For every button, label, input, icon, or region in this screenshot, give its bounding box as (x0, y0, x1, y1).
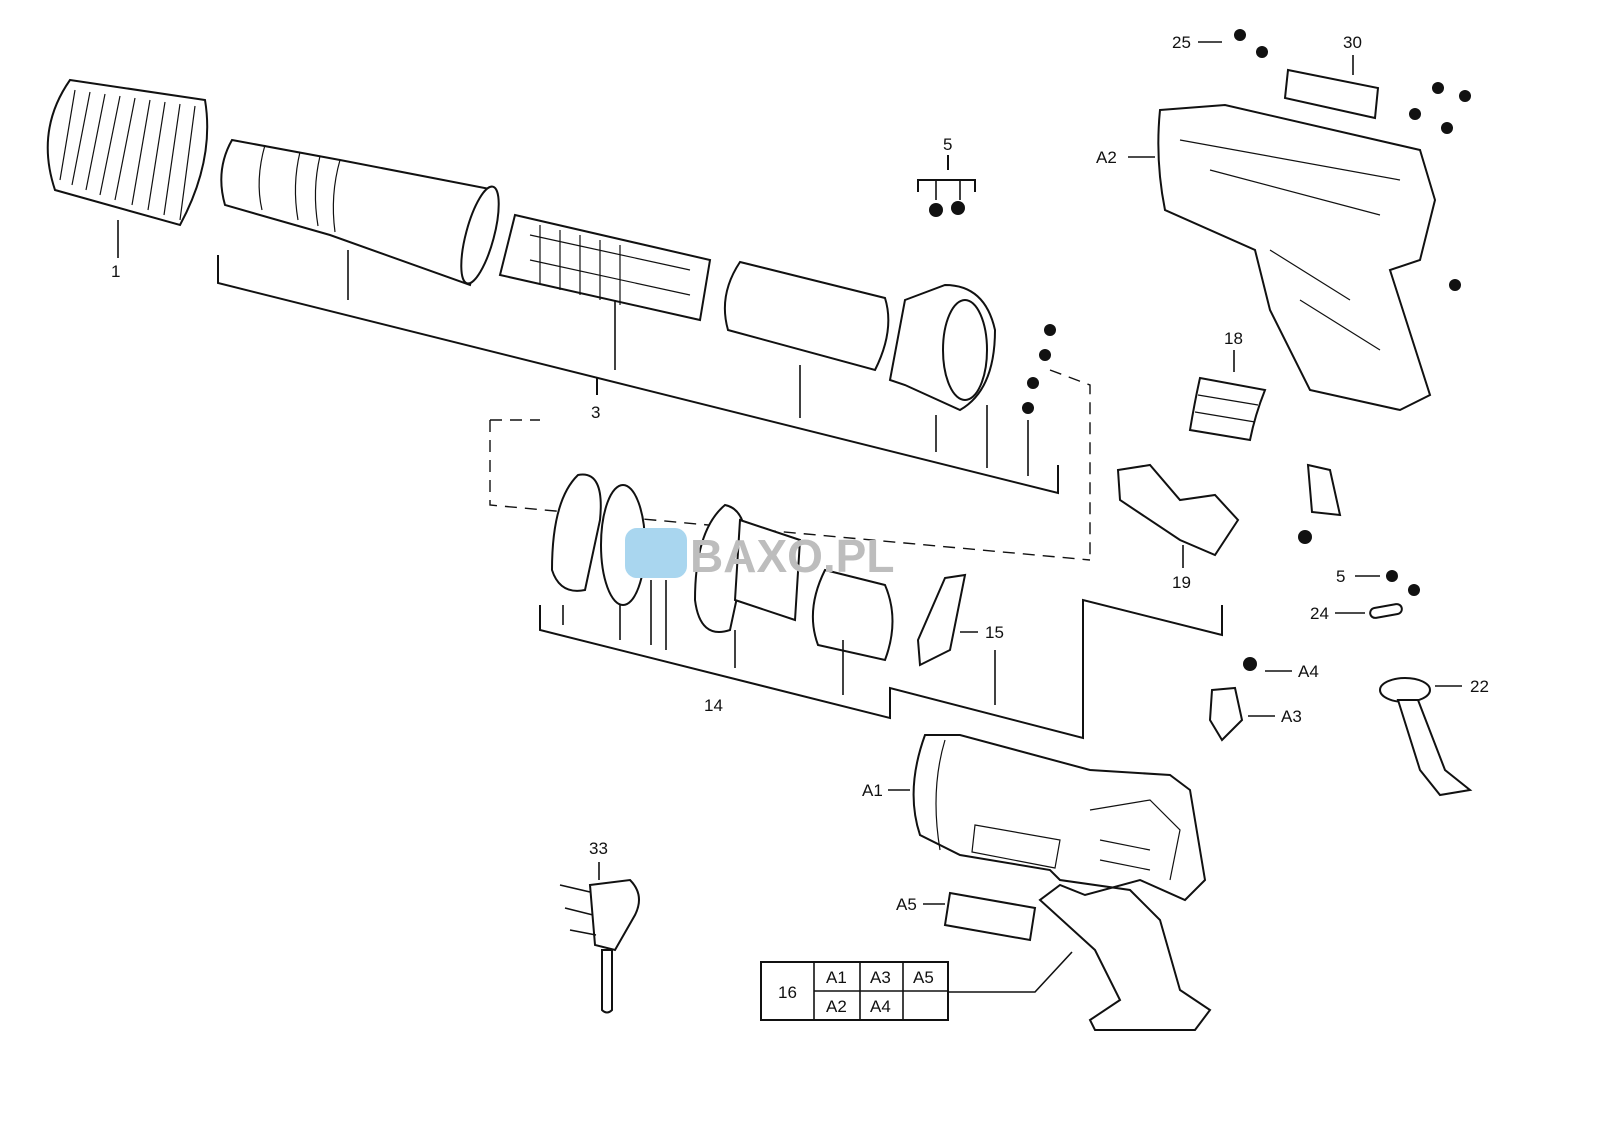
callout-A5: A5 (896, 895, 917, 914)
watermark-text: BAXO.PL (690, 530, 894, 582)
callout-A1: A1 (862, 781, 883, 800)
kit-cell: A4 (870, 997, 891, 1016)
part-14-fan-motor-assembly: 15 14 (489, 419, 1223, 740)
callout-A2: A2 (1096, 148, 1117, 167)
part-3-heating-tube-assembly: 3 (217, 138, 1091, 560)
kit-cell: A3 (870, 968, 891, 987)
part-1-nozzle: 1 (46, 78, 209, 281)
part-A3-A4: A4 A3 (1208, 657, 1319, 742)
callout-3: 3 (591, 403, 600, 422)
part-22-cable-guard: 22 (1379, 677, 1489, 797)
part-5-24: 5 24 (1310, 567, 1420, 623)
callout-18: 18 (1224, 329, 1243, 348)
callout-19: 19 (1172, 573, 1191, 592)
part-A1-housing-right: A1 A5 (862, 734, 1212, 1031)
watermark-logo: BAXO.PL (625, 528, 894, 582)
part-33-plug: 33 (559, 839, 640, 1014)
callout-33: 33 (589, 839, 608, 858)
callout-A3: A3 (1281, 707, 1302, 726)
callout-A4: A4 (1298, 662, 1319, 681)
kit-cell: A1 (826, 968, 847, 987)
part-19-switch: 19 (1116, 463, 1240, 592)
callout-24: 24 (1310, 604, 1329, 623)
callout-5-top: 5 (943, 135, 952, 154)
kit-number: 16 (778, 983, 797, 1002)
kit-cell: A2 (826, 997, 847, 1016)
part-18: 18 (1188, 329, 1267, 442)
part-A2-housing-left: 25 30 A2 (1096, 29, 1471, 412)
kit-cell: A5 (913, 968, 934, 987)
callout-14: 14 (704, 696, 723, 715)
callout-5-right: 5 (1336, 567, 1345, 586)
callout-22: 22 (1470, 677, 1489, 696)
part-5-screws: 5 (917, 135, 976, 217)
callout-1: 1 (111, 262, 120, 281)
callout-30: 30 (1343, 33, 1362, 52)
callout-15: 15 (985, 623, 1004, 642)
kit-table-16: 16 A1 A3 A5 A2 A4 (760, 961, 949, 1021)
part-bracket (1298, 463, 1342, 544)
screws (1022, 324, 1056, 414)
callout-25: 25 (1172, 33, 1191, 52)
